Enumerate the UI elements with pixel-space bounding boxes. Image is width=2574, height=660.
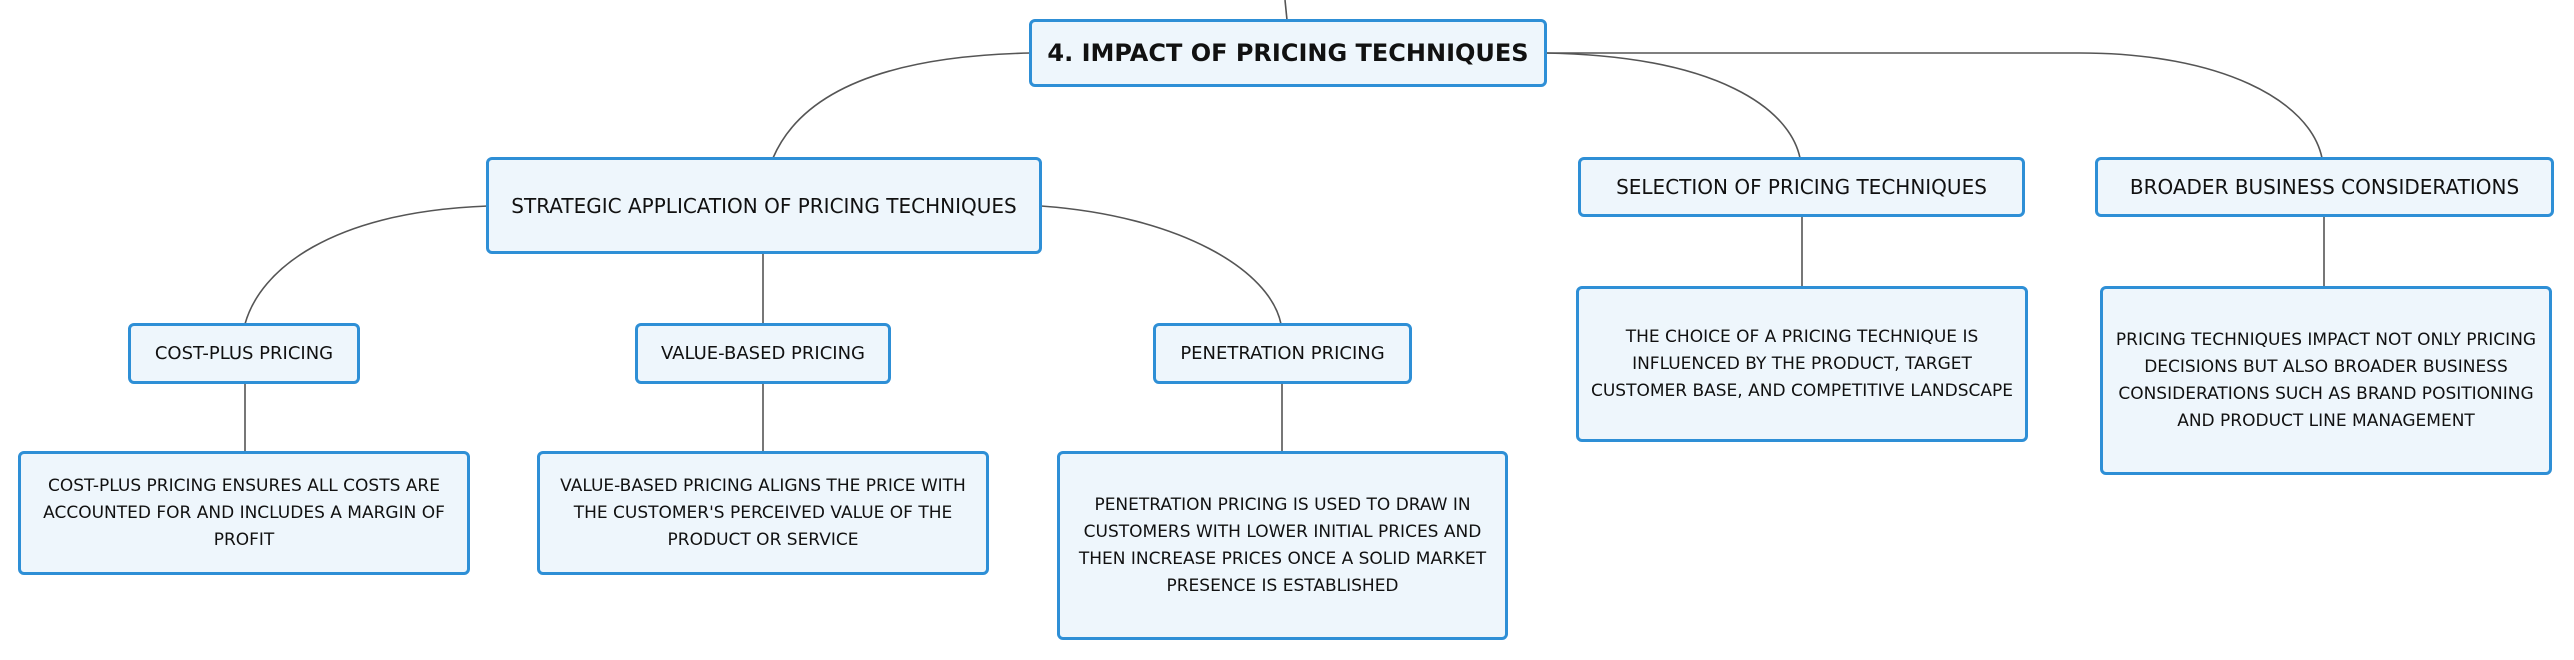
connector-parent-to-root: [1284, 0, 1288, 21]
connector-root-to-broader: [1545, 52, 2323, 159]
subtopic-cost-plus-pricing[interactable]: COST-PLUS PRICING: [128, 323, 360, 384]
connector-root-to-strategic: [772, 52, 1032, 159]
topic-selection-of-pricing[interactable]: SELECTION OF PRICING TECHNIQUES: [1578, 157, 2025, 217]
subtopic-penetration-pricing[interactable]: PENETRATION PRICING: [1153, 323, 1412, 384]
root-topic[interactable]: 4. IMPACT OF PRICING TECHNIQUES: [1029, 19, 1547, 87]
subtopic-value-based-pricing[interactable]: VALUE-BASED PRICING: [635, 323, 891, 384]
topic-strategic-application[interactable]: STRATEGIC APPLICATION OF PRICING TECHNIQ…: [486, 157, 1042, 254]
detail-penetration-pricing[interactable]: PENETRATION PRICING IS USED TO DRAW IN C…: [1057, 451, 1508, 640]
connector-strategic-to-penetration: [1040, 205, 1282, 325]
detail-selection-of-pricing[interactable]: THE CHOICE OF A PRICING TECHNIQUE IS INF…: [1576, 286, 2028, 442]
detail-cost-plus-pricing[interactable]: COST-PLUS PRICING ENSURES ALL COSTS ARE …: [18, 451, 470, 575]
connector-strategic-to-costplus: [244, 205, 489, 325]
detail-broader-business[interactable]: PRICING TECHNIQUES IMPACT NOT ONLY PRICI…: [2100, 286, 2552, 475]
detail-value-based-pricing[interactable]: VALUE-BASED PRICING ALIGNS THE PRICE WIT…: [537, 451, 989, 575]
connector-root-to-selection: [1544, 52, 1801, 159]
topic-broader-business[interactable]: BROADER BUSINESS CONSIDERATIONS: [2095, 157, 2554, 217]
